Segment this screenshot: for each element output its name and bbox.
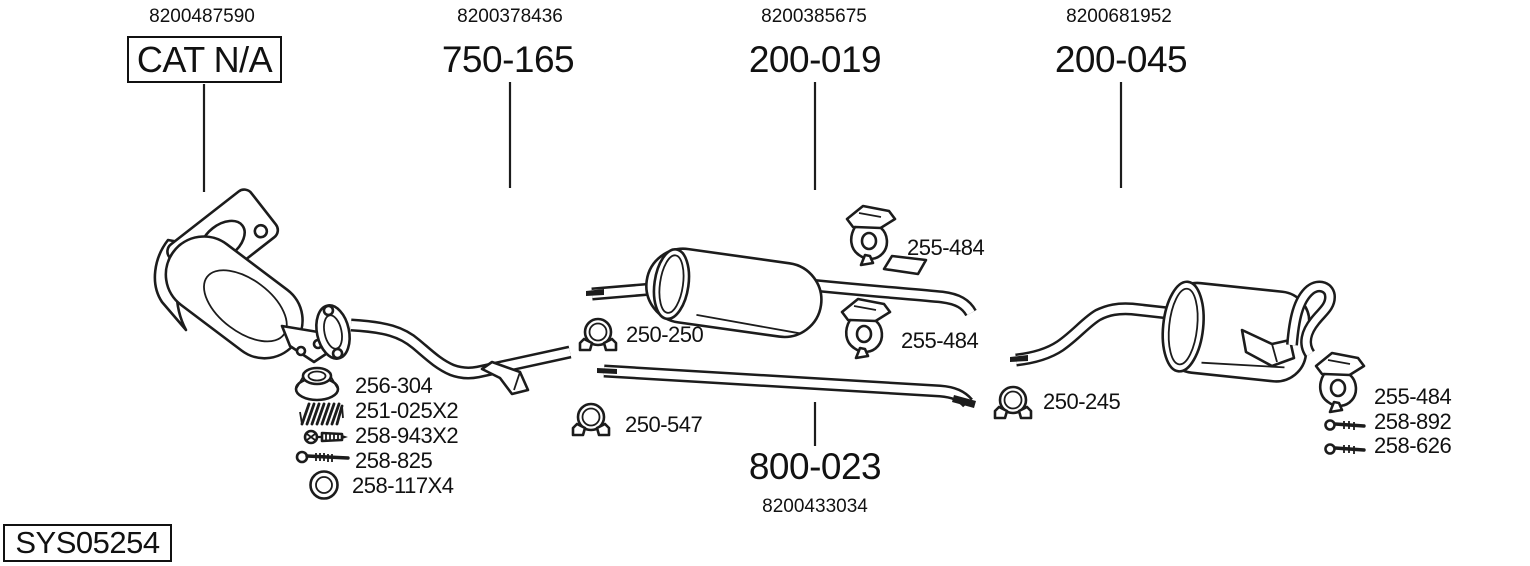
part-number-cat-box: CAT N/A [127, 36, 282, 83]
callout-clamp-250-250: 250-250 [626, 322, 704, 347]
hardware-label-256-304: 256-304 [355, 373, 433, 398]
flange-gasket-drawing [315, 304, 351, 360]
part-number-center-pipe: 800-023 [748, 446, 882, 487]
spring-icon [299, 402, 344, 426]
connector-lines [202, 82, 1123, 446]
flare-gasket-icon [294, 366, 340, 402]
callout-hanger-right: 255-484 [1374, 384, 1452, 409]
callout-bolt-258-626: 258-626 [1374, 433, 1452, 458]
hardware-label-258-943x2: 258-943X2 [355, 423, 459, 448]
rear-muffler-drawing [1010, 280, 1336, 383]
oem-number-center-muffler: 8200385675 [761, 6, 867, 27]
hardware-label-258-825: 258-825 [355, 448, 433, 473]
long-bolt-icon [1324, 443, 1366, 455]
front-pipe-drawing [315, 304, 572, 396]
center-muffler-drawing [586, 247, 977, 339]
rubber-hanger-icon [1314, 351, 1366, 414]
part-number-front-pipe: 750-165 [441, 39, 575, 80]
oem-number-front-pipe: 8200378436 [457, 6, 563, 27]
hardware-label-258-117x4: 258-117X4 [352, 473, 454, 498]
part-number-rear-muffler: 200-045 [1054, 39, 1188, 80]
oem-number-rear-muffler: 8200681952 [1066, 6, 1172, 27]
part-number-center-muffler: 200-019 [748, 39, 882, 80]
exhaust-clamp-icon [578, 317, 618, 352]
callout-hanger-top: 255-484 [907, 235, 985, 260]
system-id: SYS05254 [15, 525, 160, 560]
callout-hanger-mid: 255-484 [901, 328, 979, 353]
flange-bolt-icon [303, 429, 348, 445]
system-id-box: SYS05254 [3, 524, 172, 562]
washer-icon [309, 470, 339, 500]
exhaust-clamp-icon [993, 385, 1033, 420]
callout-clamp-250-547: 250-547 [625, 412, 703, 437]
long-bolt-icon [1324, 419, 1366, 431]
part-number-cat: CAT N/A [136, 38, 273, 80]
rubber-hanger-icon [845, 204, 897, 267]
long-bolt-icon [295, 450, 350, 464]
callout-clamp-250-245: 250-245 [1043, 389, 1121, 414]
rubber-hanger-icon [840, 297, 892, 360]
catalytic-converter-drawing [153, 188, 334, 364]
oem-number-center-pipe: 8200433034 [762, 496, 868, 517]
oem-number-cat: 8200487590 [149, 6, 255, 27]
exhaust-clamp-icon [571, 402, 611, 437]
center-pipe-drawing [597, 364, 976, 408]
hardware-label-251-025x2: 251-025X2 [355, 398, 459, 423]
callout-bolt-258-892: 258-892 [1374, 409, 1452, 434]
